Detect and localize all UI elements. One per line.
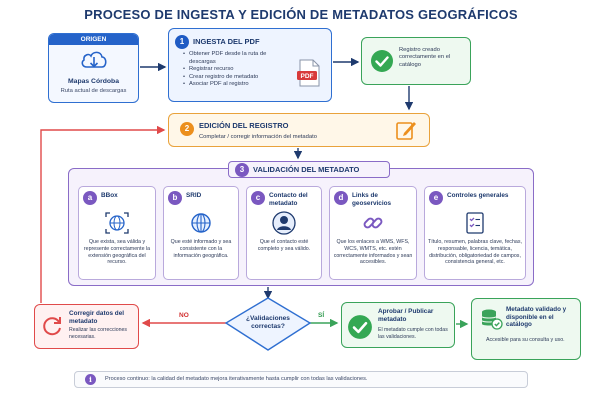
ingesta-list: Obtener PDF desde la ruta de descargas R… bbox=[183, 51, 291, 89]
edicion-heading: EDICIÓN DEL REGISTRO bbox=[199, 121, 289, 130]
card-title: BBox bbox=[101, 192, 118, 199]
edicion-box: 2 EDICIÓN DEL REGISTRO Completar / corre… bbox=[168, 113, 430, 147]
card-desc: Título, resumen, palabras clave, fechas,… bbox=[428, 239, 522, 266]
validation-card-links: d Links de geoservicios Que los enlaces … bbox=[329, 186, 417, 280]
origen-subtitle: Ruta actual de descargas bbox=[60, 88, 127, 94]
step-number: 1 bbox=[175, 35, 189, 49]
card-letter: e bbox=[429, 191, 443, 205]
checklist-icon bbox=[466, 212, 484, 234]
card-letter: c bbox=[251, 191, 265, 205]
list-item: Crear registro de metadato bbox=[183, 74, 291, 82]
check-circle-icon bbox=[371, 50, 393, 72]
cloud-download-icon bbox=[81, 51, 107, 68]
step-number: 2 bbox=[180, 122, 194, 136]
footer-note: i Proceso continuo: la calidad del metad… bbox=[74, 371, 528, 388]
corregir-subtitle: Realizar las correcciones necesarias. bbox=[69, 327, 127, 340]
disponible-heading: Metadato validado y disponible en el cat… bbox=[506, 306, 567, 329]
decision-diamond bbox=[224, 297, 312, 351]
info-icon: i bbox=[85, 374, 96, 385]
card-desc: Que el contacto esté completo y sea váli… bbox=[257, 239, 311, 252]
card-desc: Que los enlaces a WMS, WFS, WCS, WMTS, e… bbox=[333, 239, 413, 266]
disponible-box: Metadato validado y disponible en el cat… bbox=[471, 298, 581, 360]
aprobar-subtitle: El metadato cumple con todas las validac… bbox=[378, 327, 448, 340]
aprobar-heading: Aprobar / Publicar metadato bbox=[378, 308, 434, 323]
registro-text: Registro creado correctamente en el catá… bbox=[399, 47, 451, 68]
check-circle-icon bbox=[348, 315, 372, 339]
origen-name: Mapas Córdoba bbox=[68, 78, 119, 85]
validation-card-contacto: c Contacto del metadato Que el contacto … bbox=[246, 186, 322, 280]
pdf-icon: PDF bbox=[297, 59, 320, 87]
registro-box: Registro creado correctamente en el catá… bbox=[361, 37, 471, 85]
card-title: Contacto del metadato bbox=[269, 192, 308, 207]
refresh-icon bbox=[43, 317, 61, 336]
card-desc: Que exista, sea válida y represente corr… bbox=[83, 239, 151, 266]
decision-no-label: NO bbox=[179, 312, 189, 319]
decision-question: ¿Validaciones correctas? bbox=[246, 315, 290, 330]
edit-icon bbox=[396, 122, 416, 140]
step-number: 3 bbox=[235, 163, 249, 177]
pdf-icon-label: PDF bbox=[301, 73, 314, 80]
corregir-box: Corregir datos del metadato Realizar las… bbox=[34, 304, 139, 349]
database-check-icon bbox=[481, 309, 503, 330]
aprobar-box: Aprobar / Publicar metadato El metadato … bbox=[341, 302, 455, 348]
list-item: Registrar recurso bbox=[183, 66, 291, 74]
list-item: Asociar PDF al registro bbox=[183, 81, 291, 89]
origen-box: ORIGEN Mapas Córdoba Ruta actual de desc… bbox=[48, 33, 139, 103]
card-letter: d bbox=[334, 191, 348, 205]
globe-icon bbox=[191, 213, 211, 233]
diagram-title: PROCESO DE INGESTA Y EDICIÓN DE METADATO… bbox=[84, 7, 518, 22]
origen-header: ORIGEN bbox=[49, 34, 138, 45]
validation-card-controles: e Controles generales Título, resumen, p… bbox=[424, 186, 526, 280]
edicion-subtitle: Completar / corregir información del met… bbox=[199, 134, 317, 140]
link-icon bbox=[363, 217, 383, 229]
list-item: Obtener PDF desde la ruta de descargas bbox=[183, 51, 291, 66]
card-desc: Que esté informado y sea consistente con… bbox=[170, 239, 232, 259]
disponible-subtitle: Accesible para su consulta y uso. bbox=[486, 337, 565, 343]
card-letter: b bbox=[168, 191, 182, 205]
globe-bbox-icon bbox=[105, 212, 129, 234]
validation-card-srid: b SRID Que esté informado y sea consiste… bbox=[163, 186, 239, 280]
arrow-corregir-edicion bbox=[40, 125, 166, 303]
corregir-heading: Corregir datos del metadato bbox=[69, 310, 125, 325]
user-icon bbox=[272, 211, 296, 235]
validation-card-bbox: a BBox Que exista, sea válida y represen… bbox=[78, 186, 156, 280]
ingesta-heading: INGESTA DEL PDF bbox=[193, 37, 260, 46]
footer-text: Proceso continuo: la calidad del metadat… bbox=[105, 376, 368, 382]
validacion-heading: VALIDACIÓN DEL METADATO bbox=[253, 165, 360, 174]
card-title: SRID bbox=[186, 192, 202, 199]
card-letter: a bbox=[83, 191, 97, 205]
card-title: Links de geoservicios bbox=[352, 192, 392, 207]
card-title: Controles generales bbox=[447, 192, 509, 199]
ingesta-box: 1 INGESTA DEL PDF Obtener PDF desde la r… bbox=[168, 28, 332, 102]
decision-yes-label: SÍ bbox=[318, 312, 325, 319]
validacion-header: 3 VALIDACIÓN DEL METADATO bbox=[228, 161, 390, 178]
